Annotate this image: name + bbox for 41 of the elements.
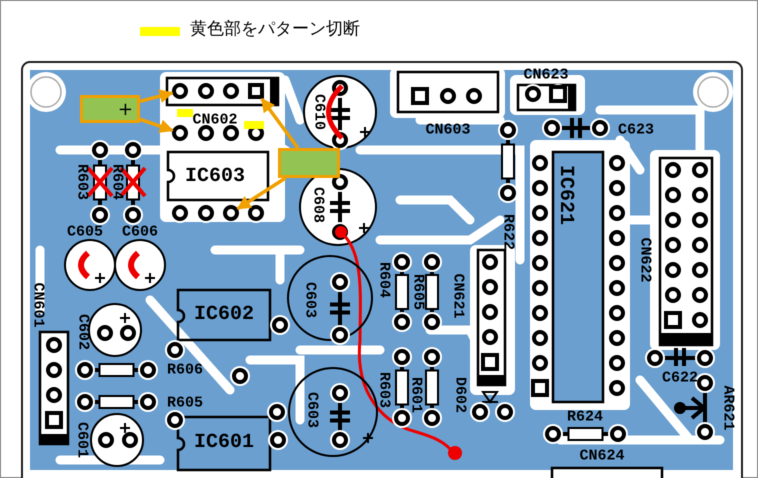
arrow: [140, 89, 174, 103]
arrow: [236, 176, 287, 210]
polarity-mark: +: [118, 101, 133, 119]
component-label: C608: [310, 187, 326, 223]
component-label: C605: [67, 224, 103, 240]
component-label: C606: [122, 224, 158, 240]
arrow: [139, 118, 174, 133]
arrow: [260, 98, 300, 150]
component-label: CN601: [30, 282, 46, 328]
component-label: R604: [376, 262, 392, 298]
component-label: R605: [167, 396, 203, 410]
component-label: CN602: [192, 112, 238, 128]
component-label: C622: [662, 370, 698, 386]
component-label: CN622: [638, 238, 652, 282]
component-label: R605: [410, 274, 426, 310]
component-label: C603: [302, 282, 318, 318]
component-label: R622: [500, 214, 516, 250]
component-label: C602: [76, 314, 90, 350]
component-label: IC602: [194, 305, 254, 325]
component-label: R601: [408, 377, 424, 413]
component-label: R604: [110, 164, 124, 200]
component-label: AR621: [720, 386, 736, 430]
component-label: C610: [312, 94, 326, 130]
component-label: CN621: [450, 274, 466, 318]
component-label: IC621: [555, 165, 575, 225]
component-label: C603: [304, 392, 320, 428]
component-label: R606: [167, 362, 203, 378]
legend-text: 黄色部をパターン切断: [190, 21, 360, 38]
component-label: C623: [618, 122, 654, 138]
component-label: IC603: [185, 167, 245, 187]
component-label: CN603: [426, 122, 470, 138]
component-label: IC601: [194, 433, 254, 453]
component-label: R603: [376, 372, 392, 408]
component-label: R624: [567, 410, 603, 424]
component-label: D602: [452, 377, 468, 413]
component-label: C601: [74, 422, 90, 458]
component-label: R603: [74, 164, 90, 200]
component-label: CN624: [580, 448, 624, 464]
square-pad: [248, 83, 264, 99]
pattern-box: [80, 95, 140, 123]
pattern-box: [278, 148, 340, 178]
